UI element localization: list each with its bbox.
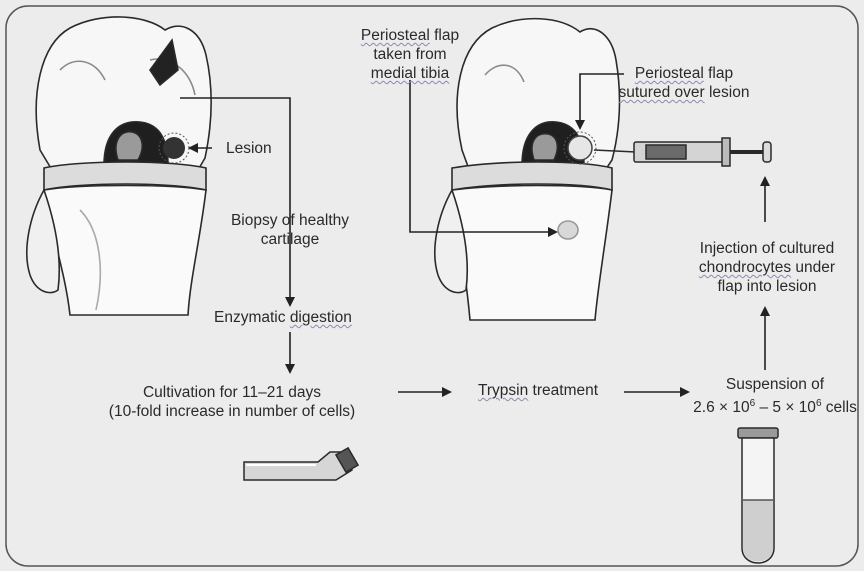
label-lesion: Lesion [226,139,272,158]
susp-part-a: 2.6 × 10 [693,399,749,416]
label-biopsy: Biopsy of healthy cartilage [222,211,358,249]
label-biopsy-line1: Biopsy of healthy [222,211,358,230]
label-trypsin: Trypsin treatment [478,381,598,400]
periosteal-left-rest: flap [430,27,459,44]
periosteal-right-word: Periosteal [635,65,704,82]
label-periosteal-right-line1: Periosteal flap [614,64,754,83]
label-enzymatic-word: Enzymatic [214,309,286,326]
label-trypsin-word: Trypsin [478,382,528,399]
test-tube-icon [738,428,778,563]
label-periosteal-right: Periosteal flap sutured over lesion [614,64,754,102]
label-periosteal-right-line2: sutured over lesion [614,83,754,102]
label-suspension-line1: Suspension of [690,375,860,394]
label-injection-line2: chondrocytes under [682,258,852,277]
label-trypsin-rest: treatment [528,382,598,399]
label-suspension: Suspension of 2.6 × 106 – 5 × 106 cells [690,375,860,417]
label-injection-line3: flap into lesion [682,277,852,296]
syringe-icon [594,138,771,166]
sutured-over-word: sutured over [619,84,705,101]
label-injection-line1: Injection of cultured [682,239,852,258]
sutured-over-rest: lesion [705,84,750,101]
label-biopsy-line2: cartilage [222,230,358,249]
label-periosteal-left: Periosteal flap taken from medial tibia [345,26,475,83]
label-cultivation-line2: (10-fold increase in number of cells) [62,402,402,421]
label-injection: Injection of cultured chondrocytes under… [682,239,852,296]
label-digestion-word: digestion [290,309,352,326]
label-suspension-line2: 2.6 × 106 – 5 × 106 cells [690,394,860,417]
label-periosteal-left-line3: medial tibia [345,64,475,83]
susp-part-end: cells [822,399,857,416]
culture-flask-icon [244,448,358,480]
label-periosteal-left-line2: taken from [345,45,475,64]
label-cultivation: Cultivation for 11–21 days (10-fold incr… [62,383,402,421]
periosteal-right-rest: flap [704,65,733,82]
label-enzymatic-digestion: Enzymatic digestion [214,308,352,327]
label-cultivation-line1: Cultivation for 11–21 days [62,383,402,402]
knee-left-illustration [27,17,211,315]
periosteal-left-word: Periosteal [361,27,430,44]
label-periosteal-left-line1: Periosteal flap [345,26,475,45]
susp-part-mid: – 5 × 10 [755,399,816,416]
injection-line2-rest: under [791,259,835,276]
chondrocytes-word: chondrocytes [699,259,791,276]
